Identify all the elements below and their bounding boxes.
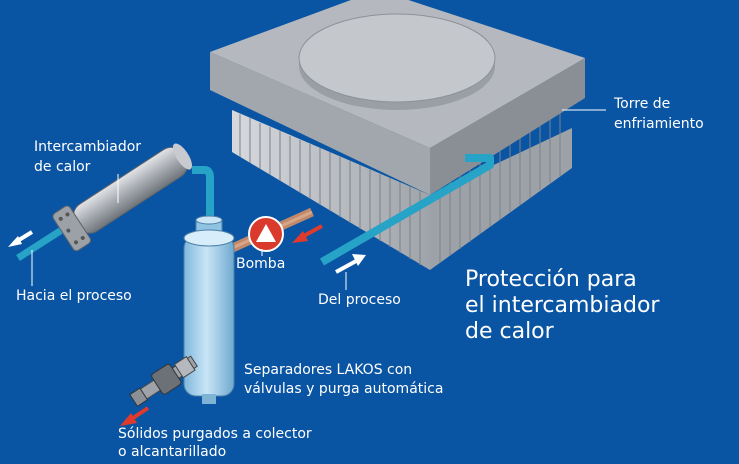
- return-pipe: [319, 154, 494, 266]
- tower-basin-front: [210, 52, 430, 195]
- flow-arrow-from-process: [335, 254, 366, 274]
- label-heat-exchanger: Intercambiador: [34, 139, 142, 155]
- lakos-separator: [183, 215, 235, 404]
- flow-arrow-pump-inlet: [292, 224, 323, 243]
- diagram-title: Protección para: [465, 267, 637, 292]
- label-pump: Bomba: [236, 256, 286, 272]
- leader-lines: [31, 109, 606, 290]
- label-separators-2: válvulas y purga automática: [244, 381, 444, 397]
- pump: [248, 216, 284, 252]
- label-cooling-tower: Torre de: [614, 96, 671, 112]
- tower-fan-disk: [298, 13, 496, 103]
- label-separators: Separadores LAKOS con: [244, 362, 413, 378]
- label-purged-solids: Sólidos purgados a colector: [118, 426, 312, 442]
- diagram-title-3: de calor: [465, 319, 554, 344]
- label-purged-solids-2: o alcantarillado: [118, 444, 227, 460]
- label-heat-exchanger-2: de calor: [34, 159, 91, 175]
- label-cooling-tower-2: enfriamiento: [614, 116, 704, 132]
- heat-exchanger: [52, 143, 193, 252]
- tower-louvers: [239, 104, 561, 265]
- purge-valve: [129, 355, 198, 408]
- cooling-tower: [210, 0, 585, 270]
- flow-arrow-to-process: [8, 230, 34, 247]
- diagram-title-2: el intercambiador: [465, 293, 660, 318]
- label-from-process: Del proceso: [318, 292, 401, 308]
- pump-triangle-icon: [256, 224, 276, 242]
- label-to-process: Hacia el proceso: [16, 288, 132, 304]
- flow-arrow-purge: [120, 406, 150, 426]
- tower-fill-side: [430, 128, 572, 270]
